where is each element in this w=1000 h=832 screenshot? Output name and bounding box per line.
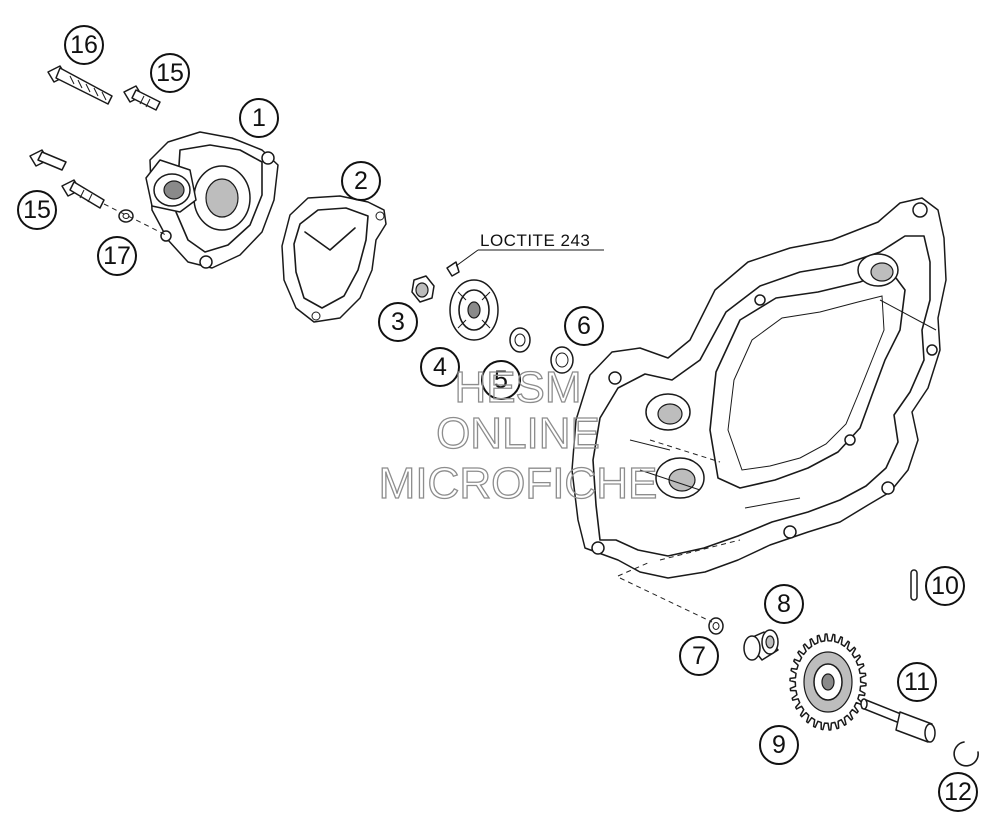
bolt-medium: [61, 179, 105, 209]
clutch-cover: [571, 197, 947, 579]
loctite-label: LOCTITE 243: [480, 231, 590, 250]
drive-gear: [789, 633, 867, 731]
callout-number: 3: [391, 308, 405, 336]
callout: 17: [97, 236, 137, 276]
callout-number: 10: [931, 572, 959, 600]
watermark-line-2: ONLINE: [436, 409, 600, 458]
watermark: HESM ONLINE MICROFICHE: [378, 362, 658, 508]
callout: 12: [938, 772, 978, 812]
callout: 16: [64, 25, 104, 65]
callout: 5: [481, 360, 521, 400]
callout: 15: [17, 190, 57, 230]
circlip: [953, 741, 979, 767]
callout: 1: [239, 98, 279, 138]
callout: 7: [679, 636, 719, 676]
small-washer: [708, 617, 724, 635]
shaft-seal: [550, 346, 574, 374]
callout-number: 12: [944, 778, 972, 806]
callout-number: 5: [494, 366, 508, 394]
callout: 10: [925, 566, 965, 606]
callout-number: 4: [433, 353, 447, 381]
callout-number: 1: [252, 104, 266, 132]
callout: 9: [759, 725, 799, 765]
bolt-medium: [29, 149, 67, 171]
callout-number: 16: [70, 31, 98, 59]
water-pump-housing: [145, 131, 279, 269]
loctite-note: LOCTITE 243: [455, 231, 604, 267]
callout-number: 9: [772, 731, 786, 759]
washer: [118, 209, 134, 223]
callout-number: 6: [577, 312, 591, 340]
callout: 8: [764, 584, 804, 624]
callout-number: 2: [354, 167, 368, 195]
pump-shaft: [860, 698, 936, 743]
callout-number: 8: [777, 590, 791, 618]
bearing-sleeve: [509, 327, 531, 353]
callout-number: 11: [904, 668, 930, 696]
callout-number: 7: [692, 642, 706, 670]
callout: 4: [420, 347, 460, 387]
watermark-line-3: MICROFICHE: [379, 459, 658, 508]
locking-washer: [446, 261, 460, 277]
bolt-short: [123, 85, 161, 111]
callout: 2: [341, 161, 381, 201]
callout: 11: [897, 662, 937, 702]
watermark-line-1: HESM: [454, 363, 581, 412]
impeller-nut: [411, 275, 435, 303]
callout-number: 17: [103, 242, 131, 270]
ball-bearing: [743, 629, 779, 661]
callout-number: 15: [23, 196, 51, 224]
callout: 15: [150, 53, 190, 93]
callout: 3: [378, 302, 418, 342]
dowel-pin: [910, 569, 918, 601]
impeller: [449, 279, 499, 341]
bolt-long: [47, 65, 113, 105]
callout: 6: [564, 306, 604, 346]
gasket: [281, 195, 387, 323]
callout-number: 15: [156, 59, 184, 87]
